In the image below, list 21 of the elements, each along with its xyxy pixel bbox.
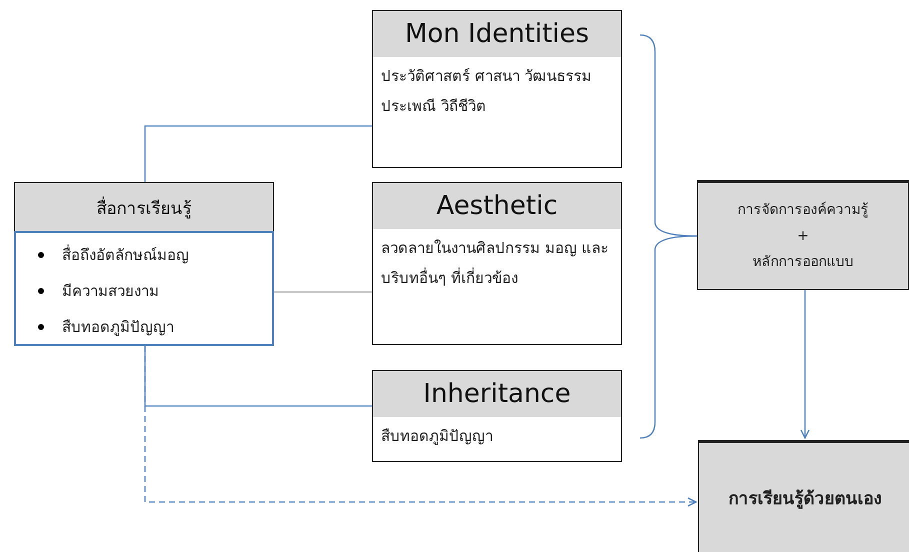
box-heading: Inheritance [372, 370, 622, 418]
process-box [698, 440, 909, 552]
bullet-item: สืบทอดภูมิปัญญา [38, 309, 264, 345]
box-text: การเรียนรู้ด้วยตนเอง [728, 488, 882, 511]
arrow [800, 290, 810, 439]
description-text: ลวดลายในงานศิลปกรรม มอญ และ บริบทอื่นๆ ที่เกี่ยวข้อง [372, 229, 622, 345]
box-text: + [797, 227, 809, 246]
brace-connector [640, 235, 697, 439]
arrow [144, 346, 697, 507]
bullet-item: สื่อถึงอัตลักษณ์มอญ [38, 237, 264, 273]
box-heading: Aesthetic [372, 182, 622, 230]
box-heading: สื่อการเรียนรู้ [14, 182, 274, 232]
bullet-item: มีความสวยงาม [38, 273, 264, 309]
connector-line [144, 125, 372, 182]
box-text: หลักการออกแบบ [752, 253, 854, 272]
box-heading: Mon Identities [372, 10, 622, 58]
description-text: สืบทอดภูมิปัญญา [372, 417, 622, 462]
box-text: การจัดการองค์ความรู้ [738, 200, 868, 220]
description-text: ประวัติศาสตร์ ศาสนา วัฒนธรรม ประเพณี วิถีชีวิต [372, 57, 622, 168]
connector-line [274, 291, 372, 293]
process-box [697, 180, 909, 290]
